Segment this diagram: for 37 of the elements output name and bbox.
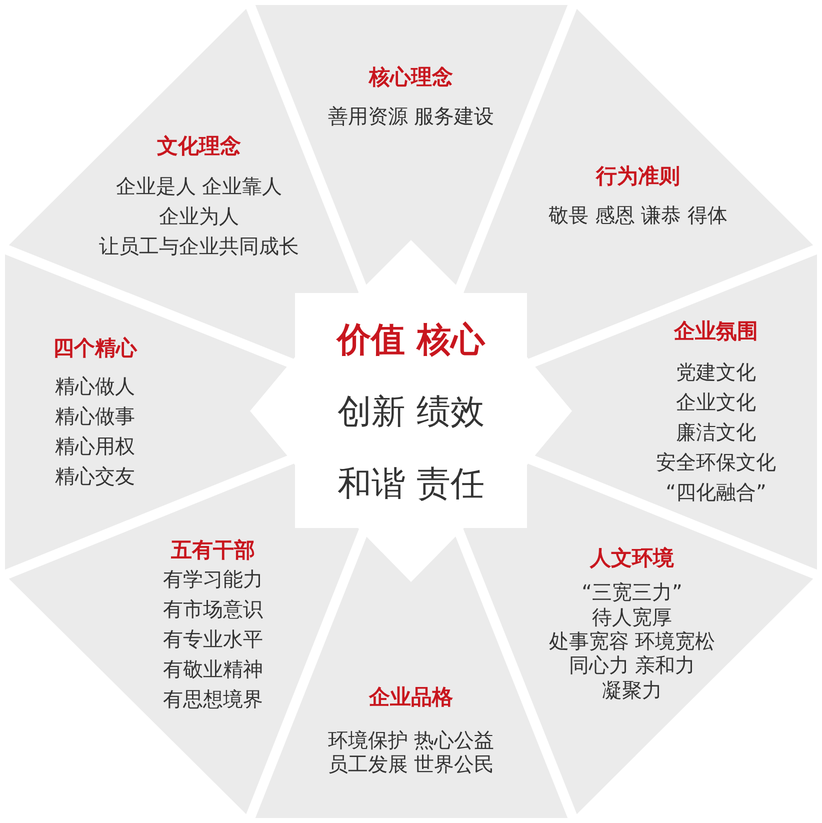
segment-text: 有思想境界: [163, 686, 263, 713]
segment-text: 精心做事: [55, 403, 135, 430]
segment-text: 精心用权: [55, 433, 135, 460]
highlight-text: 价值 核心: [337, 320, 485, 360]
segment-text: 让员工与企业共同成长: [99, 233, 299, 260]
segment-text: “三宽三力”: [582, 579, 682, 606]
segment-heading: 企业品格: [369, 684, 453, 711]
segment-text: 员工发展 世界公民: [328, 751, 494, 778]
segment-text: 有专业水平: [163, 626, 263, 653]
segment-text: 安全环保文化: [656, 449, 776, 476]
segment-text: 处事宽容 环境宽松: [548, 628, 716, 655]
value-text: 和谐 责任: [338, 464, 484, 504]
segment-heading: 五有干部: [171, 537, 255, 564]
segment-text: 有市场意识: [163, 596, 263, 623]
segment-text: 党建文化: [676, 359, 756, 386]
segment-text: 企业文化: [676, 389, 756, 416]
segment-text: 环境保护 热心公益: [328, 727, 494, 754]
segment-text: 精心交友: [55, 463, 135, 490]
segment-text: 企业为人: [159, 203, 239, 230]
segment-text: 敬畏 感恩 谦恭 得体: [548, 202, 728, 229]
segment-heading: 行为准则: [596, 163, 680, 190]
segment-text: 有学习能力: [163, 566, 263, 593]
segment-heading: 核心理念: [369, 64, 453, 91]
segment-text: 善用资源 服务建设: [328, 103, 494, 130]
segment-heading: 文化理念: [157, 133, 241, 160]
segment-heading: 四个精心: [53, 335, 137, 362]
segment-text: “四化融合”: [666, 479, 766, 506]
value-text: 创新 绩效: [338, 392, 484, 432]
segment-text: 待人宽厚: [592, 604, 672, 631]
segment-text: 精心做人: [55, 373, 135, 400]
segment-heading: 人文环境: [590, 545, 674, 572]
segment-text: 凝聚力: [602, 677, 662, 704]
segment-heading: 企业氛围: [674, 318, 758, 345]
segment-text: 同心力 亲和力: [568, 652, 696, 679]
segment-text: 企业是人 企业靠人: [116, 173, 282, 200]
segment-text: 廉洁文化: [676, 419, 756, 446]
segment-text: 有敬业精神: [163, 656, 263, 683]
